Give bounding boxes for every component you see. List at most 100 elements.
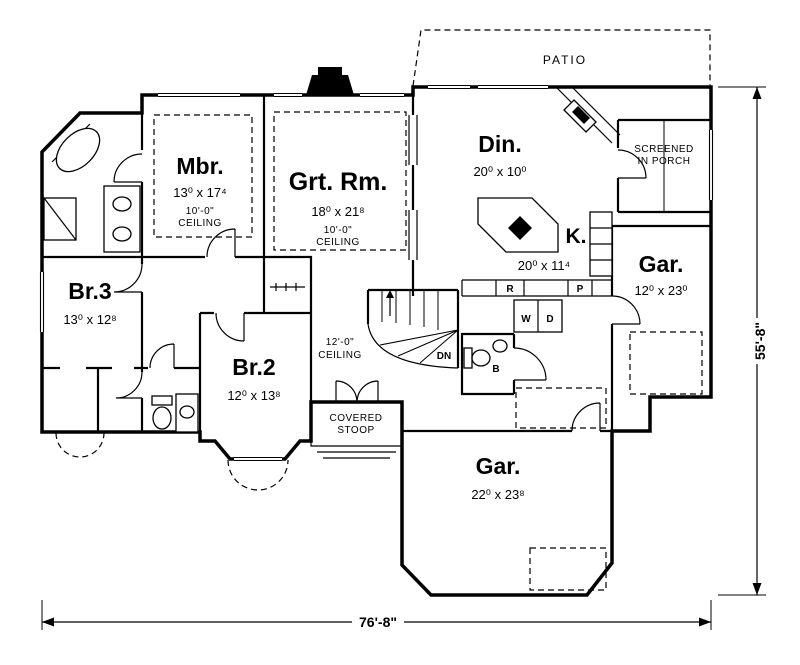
door-arc-mbr <box>206 228 236 258</box>
covered-stoop <box>310 402 403 459</box>
kitchen-dims: 20⁰ x 11⁴ <box>518 258 570 273</box>
garage-front-dims: 22⁰ x 23⁸ <box>471 487 524 502</box>
fixtures <box>460 86 665 396</box>
bath-label: B <box>492 364 499 375</box>
cooktop <box>508 216 532 240</box>
kitchen-label: K. <box>566 225 587 248</box>
mbr-dims: 13⁰ x 17⁴ <box>173 185 226 200</box>
door-arc-bath2 <box>149 343 175 369</box>
mbr-label: Mbr. <box>176 153 223 179</box>
stair-arrowhead <box>386 290 394 298</box>
extension-lines <box>41 86 766 630</box>
cabinet-shelves <box>590 227 612 261</box>
greatroom-ceiling-line <box>273 111 407 251</box>
garage-front-door-overhead <box>529 547 607 591</box>
firebox <box>572 106 590 124</box>
chimney <box>306 75 354 95</box>
screen-panel <box>708 130 714 200</box>
greatroom-label: Grt. Rm. <box>289 168 388 196</box>
sink <box>179 405 195 419</box>
stair-winders <box>379 329 459 364</box>
vanity-sink <box>112 226 132 242</box>
door-arc-master-bath <box>113 153 143 183</box>
mbr-ceiling-2: CEILING <box>178 218 222 229</box>
dashed-lines <box>55 111 703 591</box>
toilet <box>152 406 172 430</box>
powder-bath-walls <box>460 332 516 396</box>
cased-openings <box>408 115 418 260</box>
br3-dims: 13⁰ x 12⁸ <box>63 312 116 327</box>
door-arc-front-entry <box>335 380 379 403</box>
window <box>274 92 302 98</box>
garage-front-label: Gar. <box>476 453 521 479</box>
range-label: R <box>506 284 514 295</box>
dining-dims: 20⁰ x 10⁰ <box>473 164 526 179</box>
washer-label: W <box>521 314 531 325</box>
garage-side-dims: 12⁰ x 23⁰ <box>634 283 687 298</box>
interior-walls <box>42 87 711 433</box>
patio: PATIO <box>412 29 711 87</box>
window <box>478 84 548 90</box>
door-arc-br2 <box>215 312 245 342</box>
porch-label-1: SCREENED <box>634 144 694 155</box>
mbr-ceiling-1: 10'-0" <box>186 206 214 217</box>
ceiling-soffit-line <box>515 387 607 429</box>
chimney-cap <box>318 67 342 75</box>
patio-label: PATIO <box>543 53 587 67</box>
arrow-up <box>752 87 762 99</box>
wall-hall-closet <box>264 255 313 313</box>
arrow-down <box>752 583 762 595</box>
foyer-ceiling-1: 12'-0" <box>326 337 354 348</box>
closet-shelf <box>270 283 305 291</box>
stair-walls <box>366 288 460 368</box>
pantry-label: P <box>577 284 584 295</box>
door-arc-garage-side <box>611 295 641 325</box>
stoop-steps <box>317 451 396 459</box>
window <box>39 272 45 332</box>
overall-depth-dimension: 55'-8" <box>752 322 768 360</box>
window <box>158 92 240 98</box>
dining-label: Din. <box>478 131 521 157</box>
down-label: DN <box>437 351 451 362</box>
dashed-arc <box>55 432 105 458</box>
master-bath <box>43 123 141 253</box>
porch-label-2: IN PORCH <box>638 156 691 167</box>
greatroom-ceiling-2: CEILING <box>316 237 360 248</box>
stair-curve <box>367 323 459 369</box>
dryer-label: D <box>546 314 553 325</box>
hall-bath <box>151 283 305 433</box>
stoop-outline <box>310 402 403 447</box>
garage-side-label: Gar. <box>639 251 684 277</box>
door-arc-br3 <box>113 263 143 293</box>
br2-label: Br.2 <box>232 354 275 380</box>
toilet-tank <box>463 347 473 369</box>
doors <box>113 149 647 432</box>
greatroom-dims: 18⁰ x 21⁸ <box>311 204 364 219</box>
door-arc-hall-bath <box>115 371 143 399</box>
corner-tub <box>55 127 101 173</box>
greatroom-ceiling-1: 10'-0" <box>324 225 352 236</box>
vanity <box>103 185 141 253</box>
window <box>360 92 404 98</box>
kitchen-counter <box>461 279 612 297</box>
stoop-label-1: COVERED <box>330 413 383 424</box>
door-arc-garage-front <box>571 402 601 432</box>
door-arc-powder <box>513 347 547 381</box>
stair-treads <box>381 290 439 330</box>
door-arc-porch <box>617 149 647 179</box>
dimensions: 76'-8" 55'-8" <box>41 86 768 630</box>
toilet-tank <box>151 395 173 406</box>
window <box>234 456 282 462</box>
br3-label: Br.3 <box>68 278 111 304</box>
toilet <box>471 349 491 367</box>
garage-side-door-overhead <box>629 331 703 395</box>
room-labels: Mbr. 13⁰ x 17⁴ 10'-0" CEILING Grt. Rm. 1… <box>63 131 693 502</box>
foyer-ceiling-2: CEILING <box>318 350 362 361</box>
stoop-label-2: STOOP <box>337 425 374 436</box>
overall-width-dimension: 76'-8" <box>359 614 397 630</box>
sink <box>492 339 508 353</box>
dashed-arc <box>227 459 289 491</box>
